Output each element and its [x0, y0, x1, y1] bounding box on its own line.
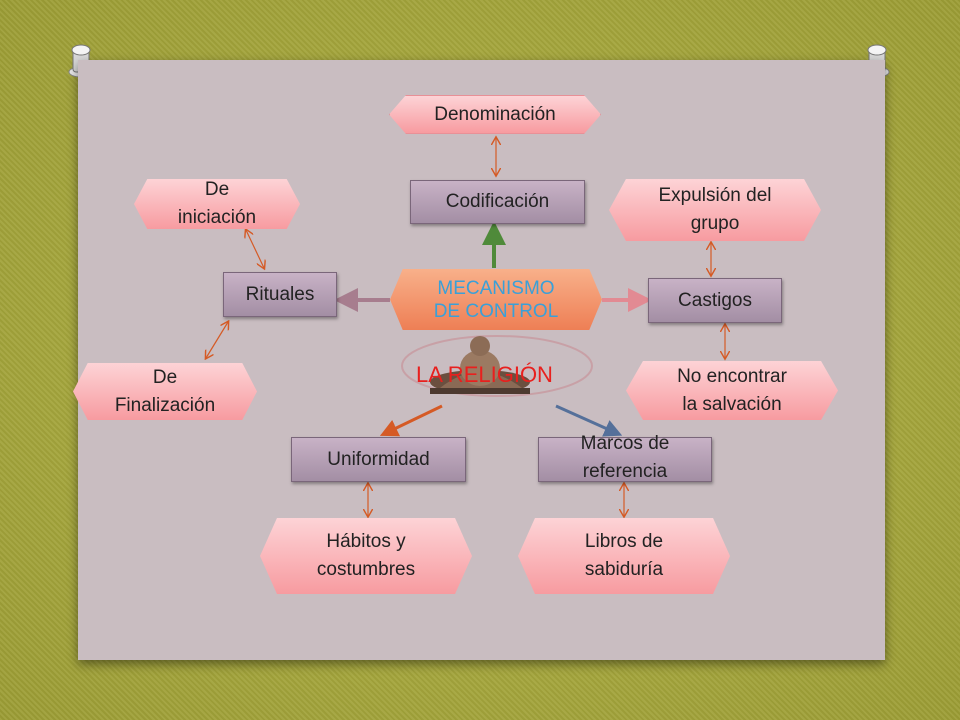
node-uniformidad-label: Uniformidad — [327, 448, 430, 470]
node-uniformidad: Uniformidad — [291, 437, 466, 482]
node-no-encontrar-line1: No encontrar — [677, 365, 787, 387]
node-libros-line1: Libros de — [584, 531, 664, 552]
node-habitos: Hábitos y costumbres — [260, 518, 472, 594]
arrow-center-marcos — [555, 404, 623, 437]
node-habitos-line1: Hábitos y — [326, 531, 406, 552]
node-denominacion: Denominación — [389, 95, 601, 134]
node-rituales-label: Rituales — [245, 283, 315, 305]
node-marcos-line2: referencia — [582, 460, 668, 482]
node-castigos-label: Castigos — [678, 289, 752, 311]
center-line1: MECANISMO — [437, 277, 555, 299]
node-marcos-line1: Marcos de — [580, 432, 670, 454]
arrow-center-uniformidad — [379, 404, 443, 437]
node-denominacion-label: Denominación — [434, 103, 556, 125]
center-line2: DE CONTROL — [433, 300, 559, 322]
node-expulsion: Expulsión del grupo — [609, 179, 821, 241]
node-de-finalizacion: De Finalización — [73, 363, 257, 420]
node-expulsion-line1: Expulsión del — [658, 185, 772, 206]
node-marcos: Marcos de referencia — [538, 433, 712, 482]
node-mecanismo-de-control: MECANISMO DE CONTROL — [390, 269, 602, 330]
node-libros-line2: sabiduría — [584, 559, 664, 580]
node-expulsion-line2: grupo — [690, 213, 740, 234]
node-no-encontrar-line2: la salvación — [682, 393, 782, 415]
buddha-statue-icon — [401, 335, 593, 397]
node-no-encontrar: No encontrar la salvación — [626, 361, 838, 420]
arrow-iniciacion-rituales — [246, 230, 264, 268]
node-habitos-line2: costumbres — [316, 559, 416, 580]
node-de-iniciacion: De iniciación — [134, 179, 300, 229]
node-de-iniciacion-line1: De — [204, 179, 230, 200]
node-libros: Libros de sabiduría — [518, 518, 730, 594]
node-castigos: Castigos — [648, 278, 782, 323]
node-de-finalizacion-line1: De — [152, 366, 178, 388]
node-codificacion: Codificación — [410, 180, 585, 224]
subject-title: LA RELIGIÓN — [416, 362, 553, 387]
arrow-rituales-finalizacion — [206, 322, 228, 358]
node-de-finalizacion-line2: Finalización — [114, 394, 216, 416]
node-rituales: Rituales — [223, 272, 337, 317]
node-de-iniciacion-line2: iniciación — [177, 207, 257, 228]
node-codificacion-label: Codificación — [445, 191, 550, 212]
